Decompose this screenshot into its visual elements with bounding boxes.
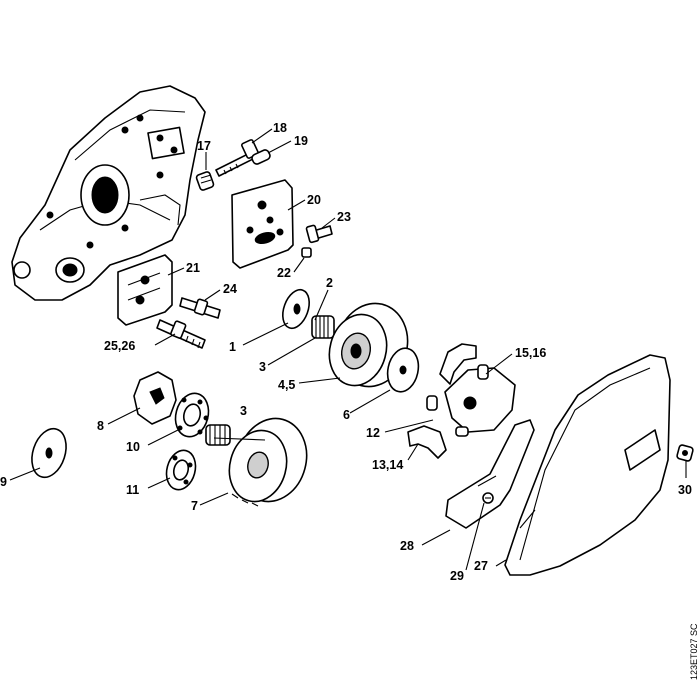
callout-2: 2 bbox=[326, 276, 333, 290]
callout-19: 19 bbox=[294, 134, 308, 148]
nut-part-30 bbox=[676, 444, 694, 462]
callout-13-14: 13,14 bbox=[372, 458, 403, 472]
callout-23: 23 bbox=[337, 210, 351, 224]
needle-cage-part-2 bbox=[311, 315, 335, 339]
sprocket-cover-part-27 bbox=[504, 354, 671, 576]
callout-6: 6 bbox=[343, 408, 350, 422]
washer-part-9 bbox=[31, 427, 67, 479]
clutch-shoe-part-15-16 bbox=[439, 343, 477, 385]
screw-part-17 bbox=[195, 171, 215, 191]
drawing-code: 123ET027 SC bbox=[689, 623, 699, 680]
callout-8: 8 bbox=[97, 419, 104, 433]
callout-27: 27 bbox=[474, 559, 488, 573]
callout-28: 28 bbox=[400, 539, 414, 553]
callout-15-16: 15,16 bbox=[515, 346, 546, 360]
sleeve-part-19 bbox=[251, 149, 271, 165]
washer-part-1 bbox=[282, 288, 310, 330]
stud-part-24 bbox=[179, 297, 221, 319]
bearing-part-10 bbox=[174, 392, 210, 438]
callout-22: 22 bbox=[277, 266, 291, 280]
washer-part-6 bbox=[386, 347, 420, 393]
callout-25-26: 25,26 bbox=[104, 339, 135, 353]
callout-10: 10 bbox=[126, 440, 140, 454]
callout-1: 1 bbox=[229, 340, 236, 354]
stud-part-23 bbox=[305, 224, 333, 244]
callout-29: 29 bbox=[450, 569, 464, 583]
callout-20: 20 bbox=[307, 193, 321, 207]
nut-part-22 bbox=[301, 247, 312, 258]
callout-24: 24 bbox=[223, 282, 237, 296]
callout-12: 12 bbox=[366, 426, 380, 440]
needle-cage-part-3 bbox=[205, 424, 231, 446]
guide-plate-part-20 bbox=[231, 179, 294, 269]
screw-part-29 bbox=[482, 492, 494, 504]
callout-11: 11 bbox=[126, 483, 139, 497]
sprocket-drum-part-7 bbox=[228, 417, 308, 507]
leader-lines bbox=[9, 128, 687, 571]
callout-9: 9 bbox=[0, 475, 7, 489]
clutch-carrier-part-12 bbox=[426, 364, 516, 437]
stud-part-18 bbox=[215, 139, 260, 177]
callout-3-lower: 3 bbox=[240, 404, 247, 418]
callout-21: 21 bbox=[186, 261, 200, 275]
callout-3-upper: 3 bbox=[259, 360, 266, 374]
star-washer-part-8 bbox=[133, 371, 177, 425]
callout-30: 30 bbox=[678, 483, 692, 497]
callout-18: 18 bbox=[273, 121, 287, 135]
callout-labels: 1 2 3 3 4,5 6 7 8 9 10 11 12 13,14 15,16… bbox=[0, 121, 692, 583]
cover-plate-part-28 bbox=[445, 419, 535, 529]
crankcase-part bbox=[11, 85, 206, 301]
clutch-shoe-part-13-14 bbox=[407, 425, 447, 459]
callout-4-5: 4,5 bbox=[278, 378, 295, 392]
side-plate-part-21 bbox=[117, 254, 173, 326]
callout-17: 17 bbox=[197, 139, 211, 153]
stud-part-25-26 bbox=[156, 319, 206, 349]
callout-7: 7 bbox=[191, 499, 198, 513]
bearing-part-11 bbox=[165, 449, 197, 491]
